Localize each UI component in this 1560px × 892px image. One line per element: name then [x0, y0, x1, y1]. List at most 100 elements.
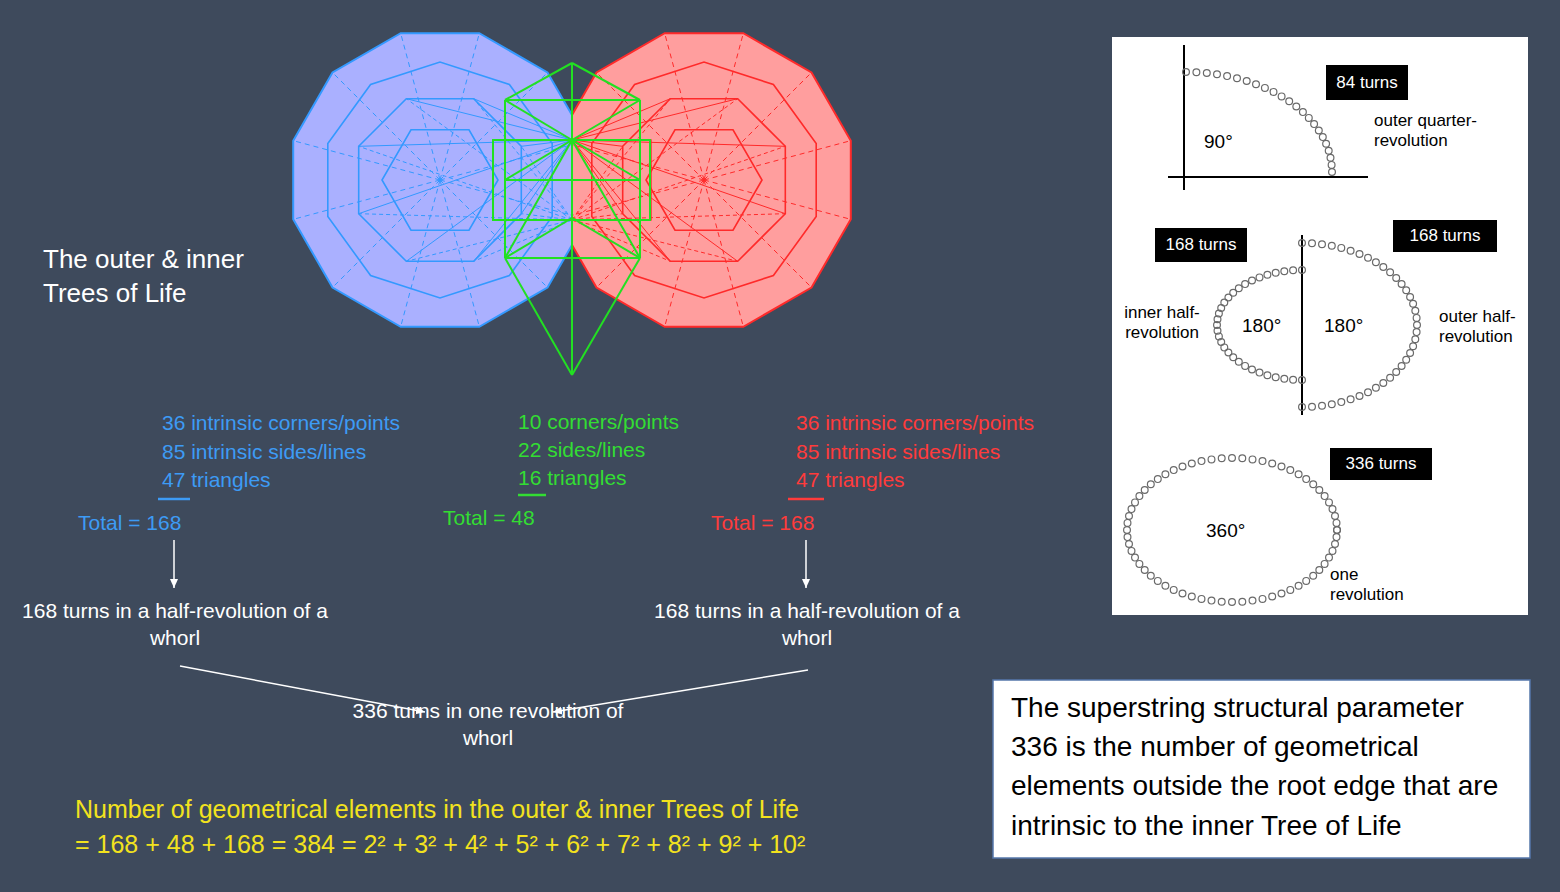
fan-line: [572, 220, 738, 261]
panel-label: outer quarter-revolution: [1374, 111, 1484, 152]
whorl-turn: [1239, 598, 1246, 605]
fan-line: [521, 140, 572, 214]
whorl-turn: [1387, 374, 1394, 381]
whorl-turn: [1356, 393, 1363, 400]
spoke: [572, 180, 704, 219]
whorl-turn: [1162, 471, 1169, 478]
fan-line: [572, 99, 670, 220]
whorl-turn: [1287, 467, 1294, 474]
turns-box: 168 turns: [1155, 228, 1247, 262]
whorl-turn: [1380, 380, 1387, 387]
fan-line: [406, 140, 572, 261]
whorl-turn: [1299, 377, 1306, 384]
panel-label: 360°: [1206, 520, 1266, 543]
fan-line: [474, 99, 572, 220]
whorl-turn: [1278, 463, 1285, 470]
whorl-turn: [1224, 73, 1231, 80]
note-text: The superstring structural parameter 336…: [1011, 688, 1512, 845]
whorl-turn: [1214, 71, 1221, 78]
label: = 168 + 48 + 168 = 384 = 2² + 3² + 4² + …: [75, 828, 935, 861]
whorl-turn: [1264, 372, 1271, 379]
whorl-turn: [1333, 534, 1340, 541]
whorl-turn: [1319, 134, 1326, 141]
whorl-turn: [1183, 69, 1190, 76]
whorl-turn: [1278, 590, 1285, 597]
whorl-turn: [1311, 121, 1318, 128]
tree-path: [572, 140, 640, 258]
tree-path: [505, 140, 572, 258]
fan-line: [572, 140, 785, 214]
whorl-turn: [1310, 572, 1317, 579]
whorl-turn: [1321, 561, 1328, 568]
note-box-ground: [993, 680, 1530, 858]
whorl-turn: [1407, 350, 1414, 357]
whorl-turn: [1235, 285, 1242, 292]
turns-box: 168 turns: [1393, 220, 1497, 252]
whorl-turn: [1412, 307, 1419, 314]
whorl-turn: [1414, 322, 1421, 329]
whorl-turn: [1321, 493, 1328, 500]
tree-of-life: [493, 63, 650, 375]
whorl-turn: [1136, 561, 1143, 568]
spoke: [704, 33, 743, 180]
whorl-turn: [1328, 162, 1335, 169]
whorl-turn: [1243, 78, 1250, 85]
turns-label: 336 turns: [1346, 454, 1417, 474]
whorl-panel: 90°outer quarter-revolutioninner half-re…: [1112, 37, 1528, 615]
spoke: [333, 180, 440, 287]
whorl-turn: [1179, 590, 1186, 597]
whorl-turn: [1249, 456, 1256, 463]
label: Number of geometrical elements in the ou…: [75, 793, 935, 826]
whorl-turn: [1338, 399, 1345, 406]
label: 168 turns in a half-revolution of a whor…: [20, 597, 330, 652]
fan-line: [359, 146, 572, 220]
label: 47 triangles: [162, 466, 462, 493]
turns-box: 336 turns: [1330, 448, 1432, 480]
whorl-turn: [1287, 587, 1294, 594]
whorl-turn: [1303, 476, 1310, 483]
tree-path: [505, 258, 572, 375]
whorl-turn: [1290, 376, 1297, 383]
tree-path: [505, 100, 572, 140]
label: 16 triangles: [518, 464, 758, 491]
whorl-turn: [1229, 455, 1236, 462]
whorl-turn: [1413, 315, 1420, 322]
whorl-turn: [1329, 169, 1336, 176]
note-box: The superstring structural parameter 336…: [993, 680, 1530, 858]
whorl-turn: [1124, 520, 1131, 527]
panel-label: 180°: [1324, 315, 1374, 338]
whorl-turn: [1387, 269, 1394, 276]
tree-path: [505, 63, 572, 100]
fan-line: [572, 99, 738, 140]
whorl-turn: [1319, 241, 1326, 248]
whorl-turn: [1316, 567, 1323, 574]
whorl-turn: [1249, 277, 1256, 284]
whorl-turn: [1347, 396, 1354, 403]
label: 168 turns in a half-revolution of a whor…: [652, 597, 962, 652]
panel-label: inner half-revolution: [1114, 303, 1210, 344]
whorl-turn: [1347, 247, 1354, 254]
whorl-turn: [1334, 527, 1341, 534]
whorl-turn: [1403, 287, 1410, 294]
whorl-turn: [1338, 245, 1345, 252]
fan-line: [572, 140, 738, 261]
fan-line: [572, 146, 785, 220]
axis: [1168, 176, 1368, 178]
tree-path: [571, 218, 573, 375]
whorl-turn: [1256, 369, 1263, 376]
whorl-turn: [1410, 300, 1417, 307]
whorl-turn: [1124, 534, 1131, 541]
whorl-turn: [1328, 401, 1335, 408]
turns-label: 84 turns: [1336, 73, 1397, 93]
whorl-turn: [1170, 467, 1177, 474]
whorl-turn: [1293, 103, 1300, 110]
label: 336 turns in one revolution of whorl: [348, 697, 628, 752]
spoke: [704, 180, 811, 287]
sum-rule: [158, 498, 190, 501]
fan-line: [572, 99, 738, 220]
whorl-turn: [1242, 363, 1249, 370]
label: Total = 48: [443, 504, 643, 531]
whorl-turn: [1328, 242, 1335, 249]
whorl-turn: [1413, 329, 1420, 336]
whorl-turn: [1272, 374, 1279, 381]
